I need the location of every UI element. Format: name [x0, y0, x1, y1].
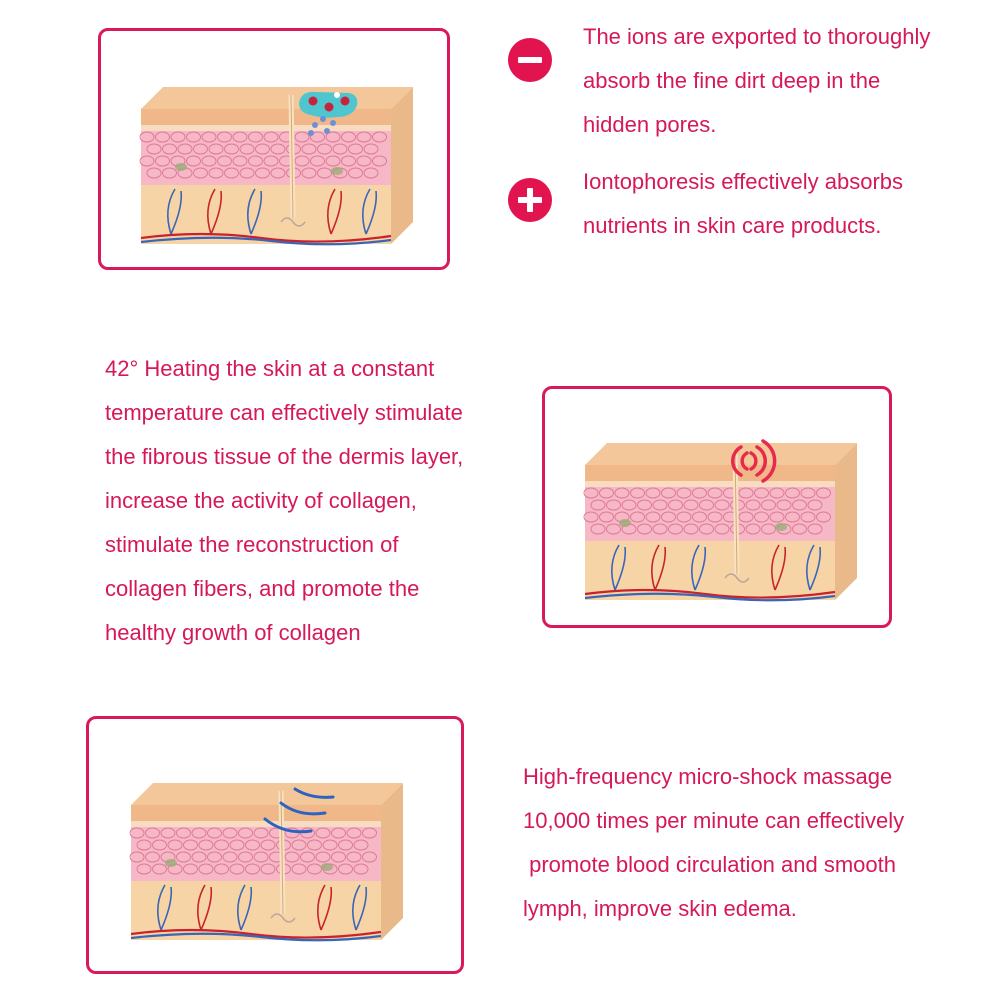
minus-icon: [508, 38, 552, 82]
skin-cross-section: [139, 87, 413, 246]
heat-wave-icon: [731, 439, 777, 483]
heating-text: 42° Heating the skin at a constant tempe…: [105, 356, 464, 645]
iontophoresis-text: Iontophoresis effectively absorbs nutrie…: [583, 169, 903, 238]
heating-illustration-frame: [542, 386, 892, 628]
skin-cross-section: [583, 439, 857, 602]
ion-illustration-frame: [98, 28, 450, 270]
ion-droplet-icon: [299, 91, 358, 136]
plus-icon: [508, 178, 552, 222]
massage-illustration-frame: [86, 716, 464, 974]
skin-cross-section: [129, 783, 403, 942]
ion-export-text: The ions are exported to thoroughly abso…: [583, 24, 931, 137]
vibration-wave-icon: [263, 787, 335, 834]
massage-text: High-frequency micro-shock massage 10,00…: [523, 764, 905, 921]
